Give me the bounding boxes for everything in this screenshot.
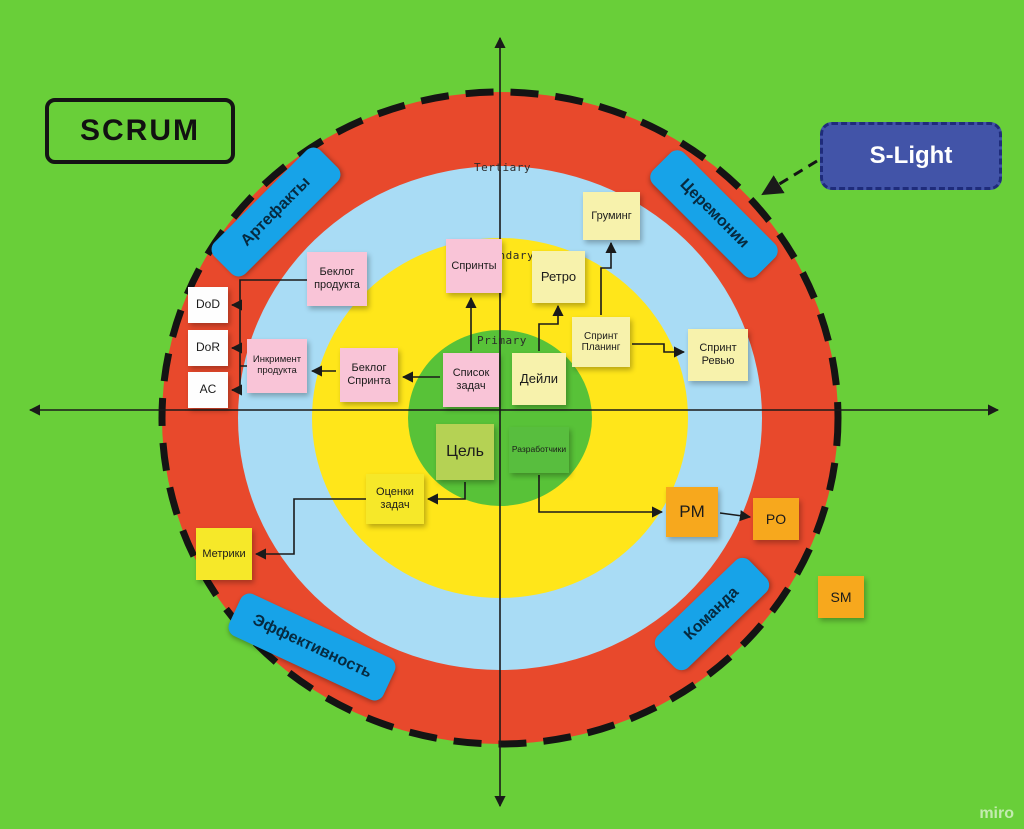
sticky-label: Спринты [451, 259, 497, 272]
sticky-gruming[interactable]: Груминг [583, 192, 640, 240]
sticky-spisok-zadach[interactable]: Список задач [443, 353, 499, 407]
sticky-ac[interactable]: AC [188, 372, 228, 408]
sticky-dor[interactable]: DoR [188, 330, 228, 366]
sticky-label: PM [679, 502, 705, 522]
slight-title-box[interactable]: S-Light [820, 122, 1002, 190]
sticky-sm[interactable]: SM [818, 576, 864, 618]
sticky-label: Оценки задач [376, 486, 414, 511]
sticky-otsenki-zadach[interactable]: Оценки задач [366, 474, 424, 524]
sticky-sprint-planing[interactable]: Спринт Планинг [572, 317, 630, 367]
sticky-label: SM [830, 588, 852, 605]
sticky-label: Ретро [540, 268, 577, 284]
ring-label-primary: Primary [477, 334, 527, 347]
scrum-title-box[interactable]: SCRUM [45, 98, 235, 164]
slight-title-label: S-Light [869, 142, 953, 169]
sticky-label: Метрики [202, 547, 246, 560]
sticky-razrabotchiki[interactable]: Разработчики [509, 427, 569, 473]
sticky-label: Цель [446, 442, 484, 460]
connector-deyli-to-retro [538, 304, 564, 351]
sticky-inkriment-produkta[interactable]: Инкримент продукта [247, 339, 307, 393]
sticky-label: Дейли [519, 370, 559, 386]
sticky-label: DoR [195, 340, 220, 355]
scrum-title-label: SCRUM [80, 114, 200, 147]
sticky-label: Спринт Планинг [581, 330, 621, 354]
sticky-deyli[interactable]: Дейли [512, 353, 566, 405]
connector-arrows [230, 241, 752, 560]
connector-razrabotchiki-to-pm [538, 475, 664, 518]
ring-label-tertiary: Tertiary [474, 161, 531, 174]
sticky-label: Инкримент продукта [252, 354, 302, 376]
sticky-beklog-produkta[interactable]: Беклог продукта [307, 252, 367, 306]
sticky-label: Список задач [452, 367, 490, 392]
sticky-label: Разработчики [511, 444, 567, 455]
sticky-label: Груминг [591, 209, 632, 222]
sticky-label: DoD [195, 297, 220, 312]
sticky-label: PO [765, 510, 787, 527]
sticky-retro[interactable]: Ретро [532, 251, 585, 303]
sticky-pm[interactable]: PM [666, 487, 718, 537]
sticky-tsel[interactable]: Цель [436, 424, 494, 480]
sticky-metriki[interactable]: Метрики [196, 528, 252, 580]
connector-planing-to-revyu [632, 343, 686, 358]
sticky-po[interactable]: PO [753, 498, 799, 540]
connector-tsel-to-otsenki [426, 482, 466, 505]
sticky-label: AC [199, 382, 217, 397]
sticky-label: Беклог продукта [314, 266, 360, 291]
sticky-label: Беклог Спринта [347, 362, 391, 387]
connector-pm-to-po [719, 510, 752, 522]
miro-watermark: miro [979, 805, 1014, 822]
sticky-sprint-revyu[interactable]: Спринт Ревью [688, 329, 748, 381]
connector-otsenki-to-metriki [254, 498, 366, 560]
sticky-sprinty[interactable]: Спринты [446, 239, 502, 293]
sticky-dod[interactable]: DoD [188, 287, 228, 323]
sticky-label: Спринт Ревью [699, 342, 737, 367]
connector-planing-to-gruming [600, 241, 617, 315]
slight-pointer-arrow [761, 159, 818, 196]
sticky-beklog-sprinta[interactable]: Беклог Спринта [340, 348, 398, 402]
